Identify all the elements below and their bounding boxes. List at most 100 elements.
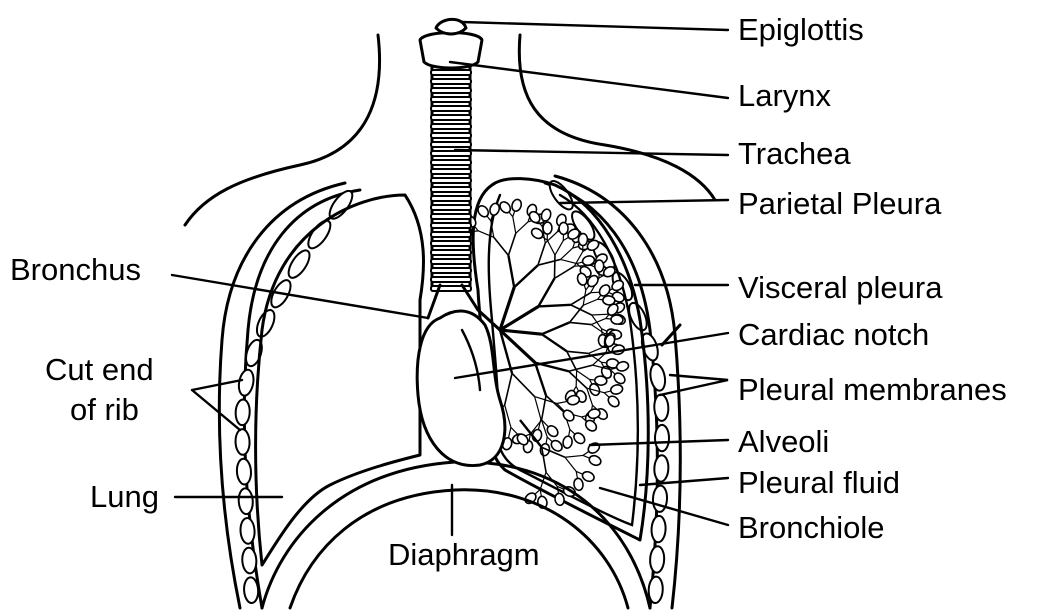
bronchiole-branch — [565, 457, 576, 471]
bronchiole-branch — [592, 314, 609, 315]
rib-segment — [654, 455, 669, 482]
trachea-ring — [431, 88, 471, 93]
bronchiole-branch — [516, 222, 528, 233]
heart — [417, 311, 505, 466]
rib-segment — [648, 363, 667, 392]
bronchiole-branch — [547, 240, 555, 255]
alveolus — [543, 222, 552, 234]
rib-segment — [236, 458, 252, 484]
label-larynx: Larynx — [738, 78, 832, 113]
bronchiole-branch — [577, 371, 590, 380]
bronchiole-branch — [567, 351, 577, 370]
bronchiole-branch — [571, 305, 592, 315]
trachea-ring — [431, 160, 471, 165]
bronchiole-branch — [560, 248, 572, 259]
alveolus — [586, 441, 601, 455]
rib-segment — [238, 488, 254, 514]
trachea-ring — [431, 241, 471, 246]
trachea-ring — [431, 187, 471, 192]
label-lung: Lung — [90, 479, 159, 514]
bronchiole-branch — [560, 259, 576, 263]
trachea-ring — [431, 196, 471, 201]
bronchiole-branch — [588, 347, 602, 353]
bronchiole-branch — [583, 299, 597, 305]
rib-segment — [243, 577, 259, 603]
label-parietal-pleura: Parietal Pleura — [738, 186, 942, 221]
alveolus — [573, 478, 584, 491]
label-pleural-fluid: Pleural fluid — [738, 465, 900, 500]
rib-segment — [240, 518, 256, 544]
trachea-ring — [431, 70, 471, 75]
alveolus — [588, 454, 603, 467]
bronchiole-branch — [555, 240, 563, 255]
trachea-ring — [431, 205, 471, 210]
alveolus — [488, 202, 500, 216]
alveolus — [559, 222, 568, 234]
label-visceral-pleura: Visceral pleura — [738, 270, 943, 305]
bronchiole-branch — [535, 397, 541, 419]
alveolus — [610, 384, 624, 396]
alveolus — [595, 260, 604, 272]
trachea-ring — [431, 259, 471, 264]
rib-segment — [651, 516, 666, 543]
trachea-ring — [431, 106, 471, 111]
diaphragm — [262, 462, 650, 608]
trachea-ring — [431, 214, 471, 219]
label-trachea: Trachea — [738, 136, 851, 171]
bronchiole-branch — [538, 305, 570, 307]
bronchiole-branch — [538, 278, 554, 306]
alveolus — [562, 435, 573, 448]
bronchiole-branch — [508, 233, 515, 255]
label-pleural-membranes: Pleural membranes — [738, 372, 1007, 407]
label-bronchus: Bronchus — [10, 252, 141, 287]
rib-segment — [652, 485, 667, 512]
bronchiole-branch — [567, 351, 589, 353]
bronchiole-branch — [535, 363, 546, 396]
bronchiole-branch — [514, 265, 538, 287]
trachea-ring — [431, 232, 471, 237]
trachea-ring — [431, 169, 471, 174]
rib-segment — [648, 576, 663, 603]
rib-segment — [242, 547, 258, 573]
alveolus — [510, 198, 522, 212]
trachea-ring — [431, 79, 471, 84]
alveolus — [581, 470, 596, 483]
trachea-ring — [431, 250, 471, 255]
bronchiole-branch — [538, 259, 561, 265]
rib-segment — [285, 247, 314, 281]
rib-segment — [655, 425, 669, 451]
label-alveoli: Alveoli — [738, 424, 829, 459]
trachea-ring — [431, 277, 471, 282]
rib-segment — [235, 399, 250, 425]
trachea-ring — [431, 142, 471, 147]
bronchiole-branch — [565, 455, 583, 457]
trachea-ring — [431, 97, 471, 102]
rib-cage-left — [219, 183, 360, 608]
bronchiole-branch — [512, 373, 535, 396]
bronchiole-branch — [569, 365, 593, 371]
alveolus — [578, 233, 587, 245]
alveolus — [611, 315, 624, 325]
label-epiglottis: Epiglottis — [738, 12, 864, 47]
bronchiole-branch — [542, 322, 570, 334]
label-cardiac-notch: Cardiac notch — [738, 317, 929, 352]
rib-segment — [654, 394, 669, 421]
bronchiole-branch — [574, 252, 582, 267]
bronchiole-branch — [538, 243, 545, 265]
trachea-ring — [431, 115, 471, 120]
bronchiole-branch — [574, 265, 591, 266]
label-diaphragm: Diaphragm — [388, 537, 540, 572]
alveolus — [554, 493, 565, 506]
bronchiole-branch — [494, 237, 509, 255]
bronchiole-branch — [500, 330, 542, 334]
rib-segment — [237, 369, 256, 397]
trachea — [431, 62, 471, 291]
bronchiole-branch — [546, 396, 564, 413]
labels: Epiglottis Larynx Trachea Parietal Pleur… — [10, 12, 1007, 572]
trachea-ring — [431, 268, 471, 273]
bronchiole-branch — [508, 255, 514, 287]
label-bronchiole: Bronchiole — [738, 510, 884, 545]
bronchiole-branch — [542, 334, 567, 351]
rib-segment — [650, 546, 665, 573]
